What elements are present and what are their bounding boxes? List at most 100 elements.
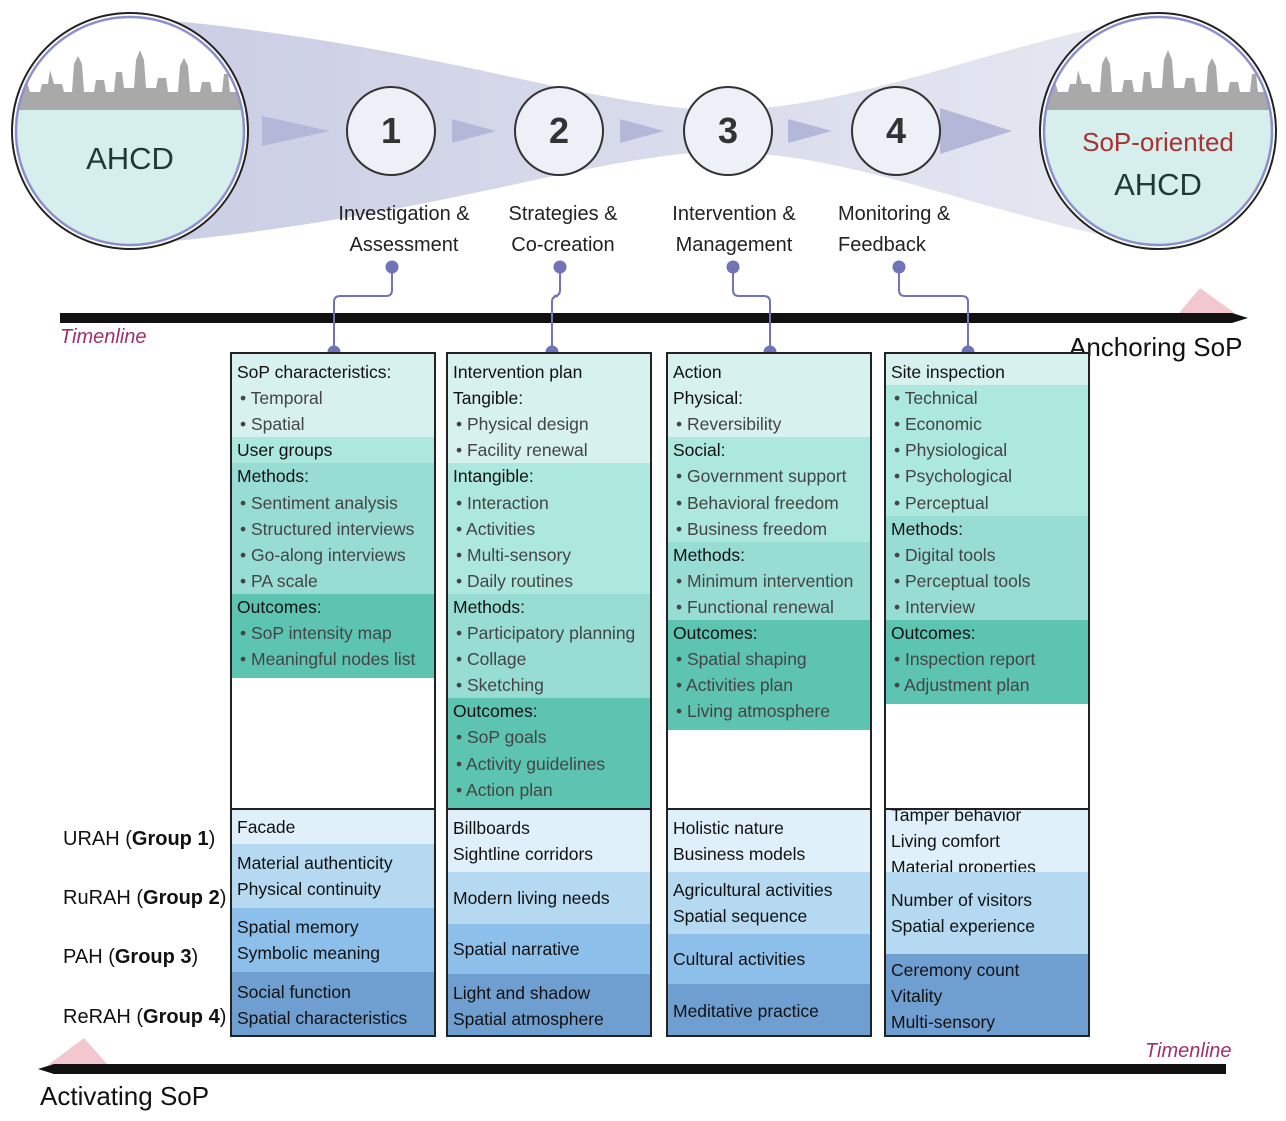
- end-circle: [1039, 12, 1277, 250]
- group-attribute: Spatial atmosphere: [453, 1009, 604, 1029]
- group-label-3: PAH (Group 3): [63, 946, 198, 969]
- group-attribute: Sightline corridors: [453, 844, 594, 864]
- upper-band: [668, 541, 870, 620]
- section-heading: Outcomes:: [237, 596, 322, 617]
- group-attribute: Spatial memory: [237, 916, 359, 937]
- list-item: • Economic: [894, 414, 982, 435]
- group-band: [232, 844, 434, 908]
- group-attribute: Spatial sequence: [673, 906, 808, 926]
- list-item: • Perceptual: [894, 492, 989, 513]
- list-item: • Government support: [676, 466, 847, 487]
- list-item: • SoP intensity map: [240, 623, 392, 643]
- list-item: • Adjustment plan: [894, 675, 1030, 696]
- group-band: [886, 810, 1088, 872]
- step-3-label-line2: Management: [675, 234, 793, 256]
- list-item: • Behavioral freedom: [676, 492, 839, 513]
- section-heading: Intangible:: [453, 466, 534, 487]
- list-item: • Living atmosphere: [676, 701, 830, 722]
- list-item: • Sentiment analysis: [240, 492, 398, 513]
- group-attribute: Light and shadow: [453, 982, 591, 1003]
- step-3-label: Intervention & Management: [650, 199, 818, 261]
- upper-band: [448, 354, 650, 464]
- list-item: • Activities plan: [676, 675, 794, 696]
- list-item: • Multi-sensory: [456, 544, 572, 565]
- group-label-1: URAH (Group 1): [63, 828, 215, 851]
- list-item: • Psychological: [894, 466, 1012, 487]
- step-2-label-line1: Strategies &: [508, 203, 618, 225]
- list-item: • Functional renewal: [676, 596, 834, 617]
- list-item: • Interaction: [456, 492, 549, 513]
- step-4-label: Monitoring & Feedback: [838, 199, 978, 261]
- section-heading: Tangible:: [453, 388, 524, 409]
- section-heading: Methods:: [237, 466, 309, 487]
- list-item: • Physical design: [456, 414, 589, 435]
- list-item: • Minimum intervention: [676, 570, 854, 591]
- group-attribute: Ceremony count: [891, 959, 1020, 980]
- upper-band: [668, 437, 870, 542]
- group-band: [232, 810, 434, 844]
- group-2-close: ): [219, 887, 227, 909]
- step-4-circle: [851, 86, 941, 176]
- group-attribute: Symbolic meaning: [237, 943, 380, 963]
- group-1-number: Group 1: [131, 828, 209, 850]
- group-attribute: Agricultural activities: [673, 879, 833, 900]
- step-1-label: Investigation & Assessment: [316, 199, 492, 261]
- upper-band: [232, 354, 434, 438]
- column-divider: [232, 808, 434, 810]
- arrow-to-step-4: [788, 119, 832, 143]
- column-divider: [668, 808, 870, 810]
- upper-band: [448, 463, 650, 594]
- step-2-label-line2: Co-creation: [511, 234, 615, 256]
- group-band: [448, 810, 650, 872]
- list-item: • Technical: [894, 388, 978, 409]
- group-2-name: RuRAH (: [63, 887, 144, 909]
- upper-band: [886, 620, 1088, 705]
- list-item: • Collage: [456, 649, 527, 670]
- section-heading: Physical:: [673, 388, 744, 409]
- group-band: [668, 934, 870, 984]
- list-item: • Activities: [456, 518, 536, 539]
- group-1-close: ): [208, 828, 216, 850]
- upper-band: [448, 593, 650, 699]
- section-heading: Action: [673, 362, 722, 382]
- section-heading: Outcomes:: [453, 701, 538, 722]
- start-circle-label: AHCD: [86, 141, 174, 176]
- group-attribute: Meditative practice: [673, 1000, 819, 1021]
- group-attribute: Modern living needs: [453, 887, 610, 908]
- group-label-4: ReRAH (Group 4): [63, 1006, 226, 1029]
- column-divider: [886, 808, 1088, 810]
- list-item: • Digital tools: [894, 544, 996, 565]
- column-divider: [448, 808, 650, 810]
- step-connectors: [333, 267, 969, 352]
- upper-band: [668, 620, 870, 731]
- end-circle-label-bottom: AHCD: [1114, 167, 1202, 202]
- list-item: • SoP goals: [456, 727, 547, 748]
- upper-band: [886, 385, 1088, 516]
- group-3-close: ): [191, 946, 199, 968]
- group-attribute: Living comfort: [891, 830, 1000, 851]
- step-2-label: Strategies & Co-creation: [478, 199, 648, 261]
- list-item: • Sketching: [456, 675, 544, 696]
- group-label-2: RuRAH (Group 2): [63, 887, 226, 910]
- group-attribute: Billboards: [453, 817, 530, 838]
- step-2-number: 2: [548, 110, 570, 151]
- arrow-to-step-3: [620, 119, 664, 143]
- upper-band: [448, 698, 650, 809]
- group-band: [232, 908, 434, 972]
- list-item: • Spatial shaping: [676, 649, 807, 670]
- upper-band: [886, 515, 1088, 620]
- list-item: • Facility renewal: [456, 440, 588, 461]
- step-1-label-line1: Investigation &: [338, 203, 470, 225]
- section-heading: Outcomes:: [891, 623, 976, 643]
- group-1-name: URAH (: [63, 828, 132, 850]
- list-item: • Meaningful nodes list: [240, 649, 416, 670]
- upper-band: [232, 437, 434, 464]
- list-item: • Action plan: [456, 779, 553, 800]
- section-heading: Site inspection: [891, 362, 1005, 382]
- end-circle-label-top: SoP-oriented: [1082, 127, 1234, 157]
- list-item: • Interview: [894, 596, 976, 617]
- list-item: • Temporal: [240, 388, 323, 409]
- list-item: • Daily routines: [456, 570, 574, 591]
